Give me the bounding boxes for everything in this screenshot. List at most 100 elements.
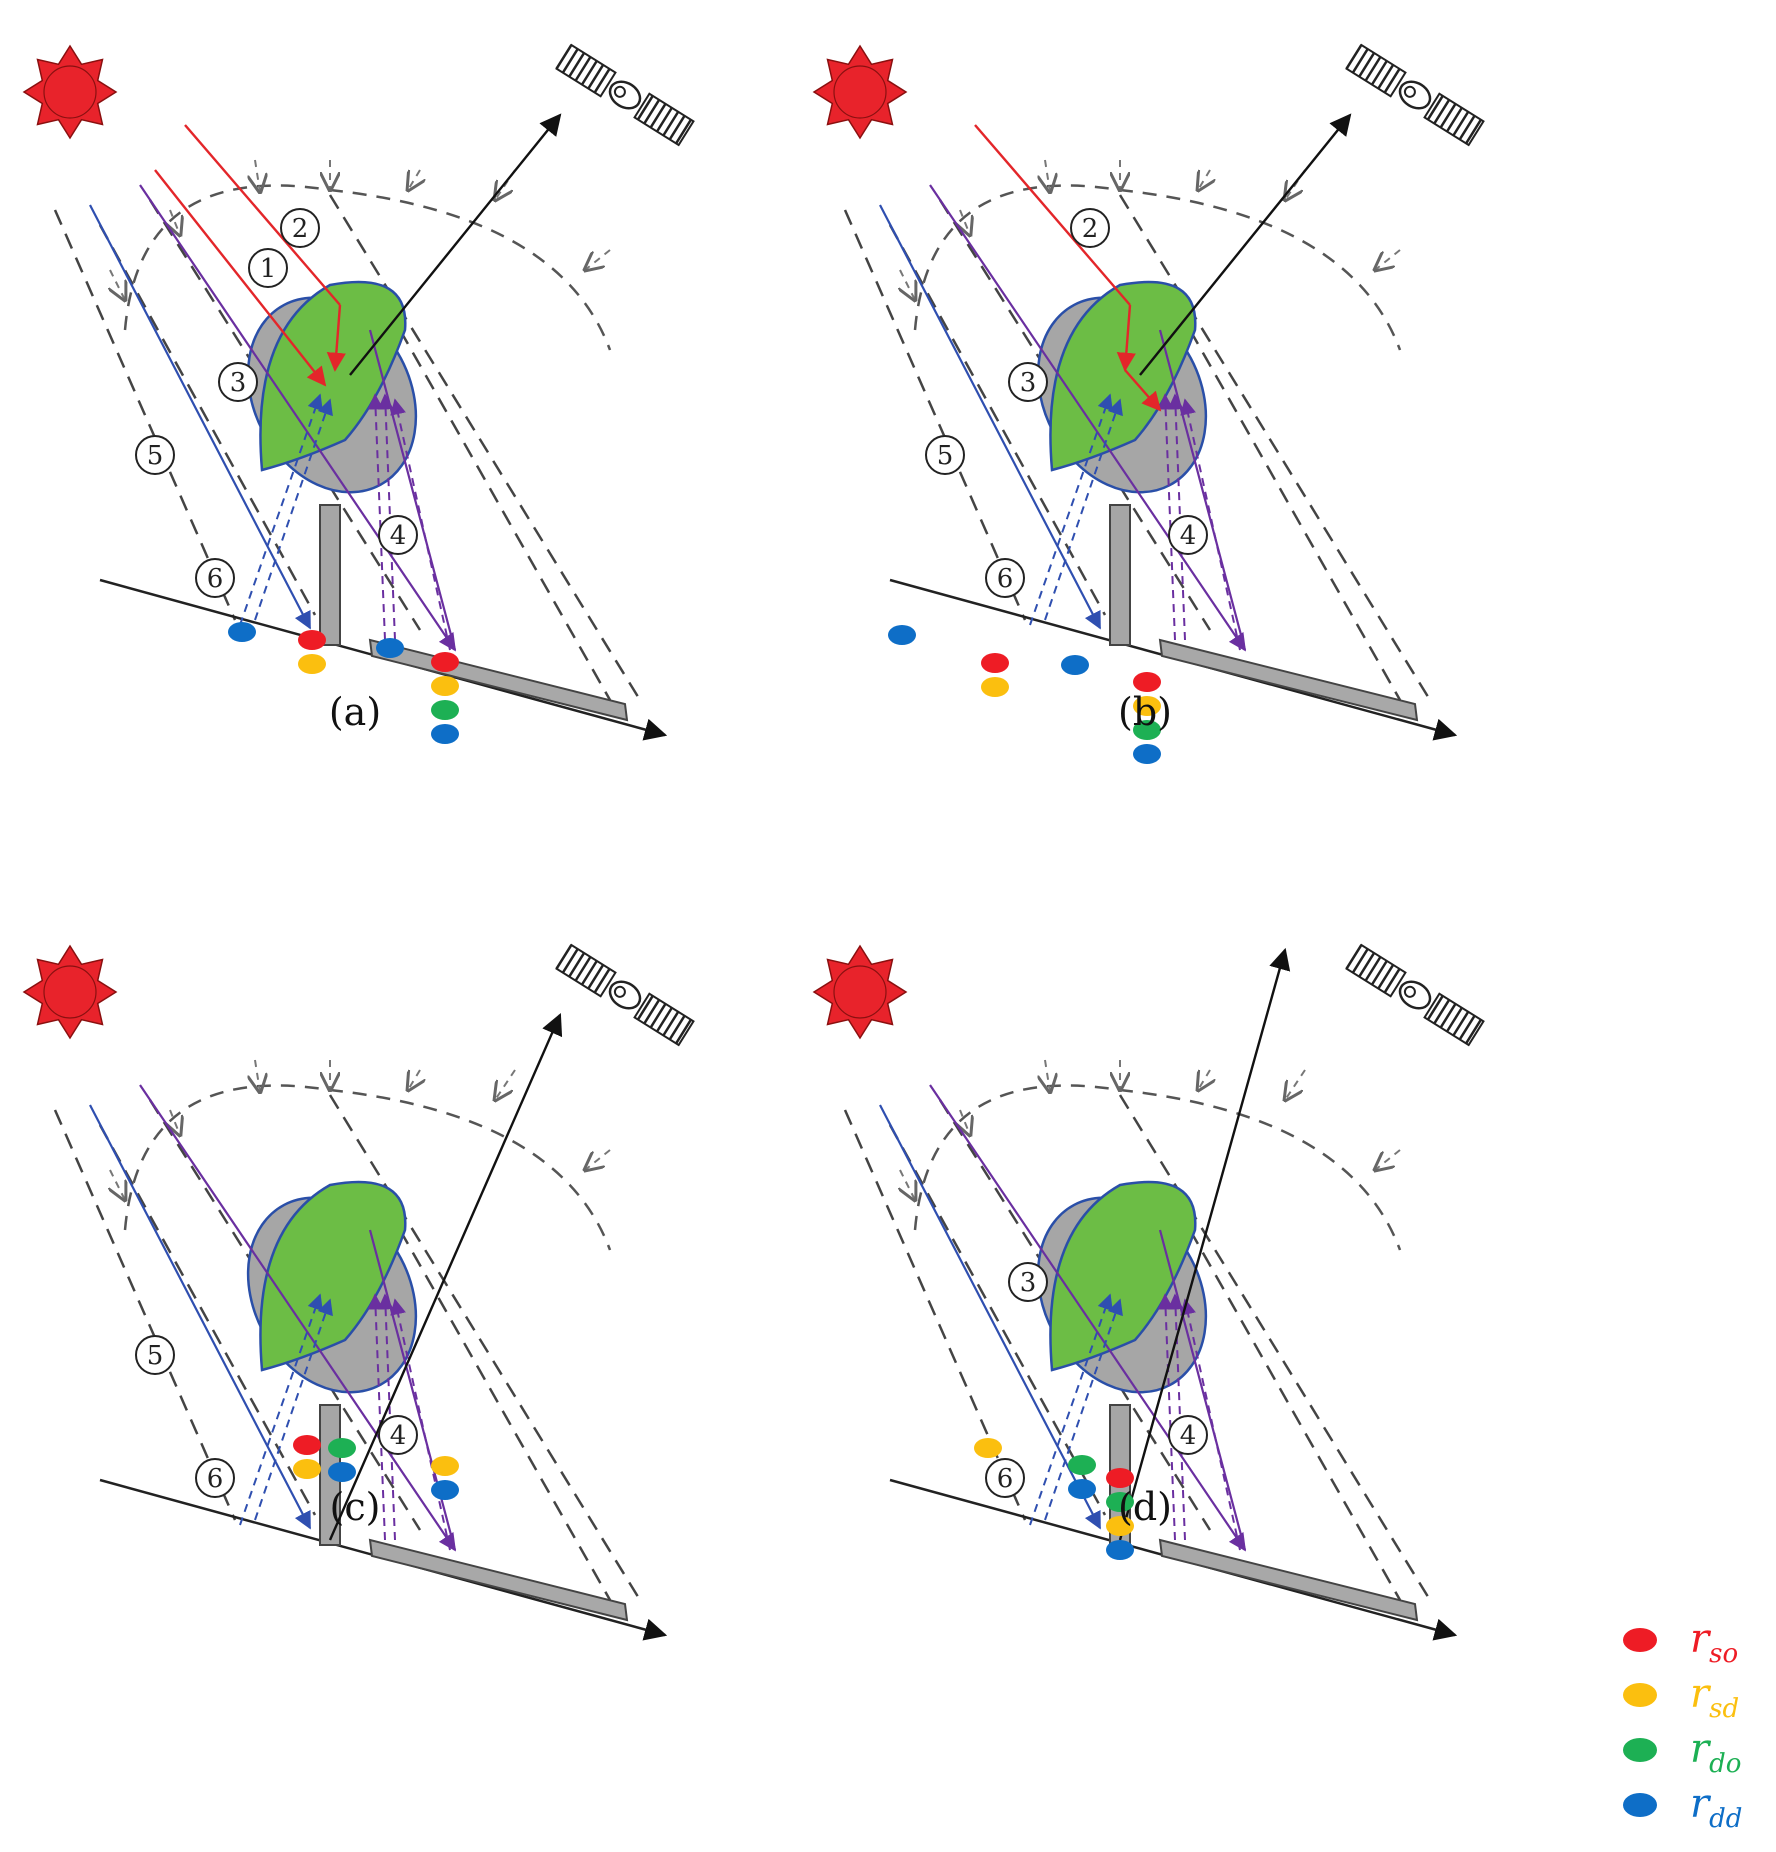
path-number-circle [135,1335,175,1375]
view-ray-to-satellite [1139,113,1352,376]
scattered-ray [239,1293,323,1526]
panel-cell [1364,56,1382,82]
sun-projection-line [843,1109,1027,1521]
panel-cell [593,968,611,994]
path-number-label: 2 [1070,208,1110,248]
satellite-lens [1403,85,1416,98]
panel-cell [568,52,586,78]
sun-disc [833,965,887,1019]
direct-beam-down [326,304,346,372]
panel-cell [643,999,661,1025]
diffuse-sky-arrow [1198,1070,1210,1090]
ray-purple-2 [368,329,457,651]
panel-cell [662,1011,680,1037]
ray-purple [139,1084,456,1552]
sun-projection-line [398,1229,612,1601]
reflectance-dot-r_do [328,1438,356,1458]
panel-cell [1364,956,1382,982]
sun-disc [43,965,97,1019]
path-number-circle [1168,1415,1208,1455]
path-number-circle [378,1415,418,1455]
diffuse-sky-arrow [110,1169,125,1200]
panel-cell [1426,995,1444,1021]
panel-cell [1351,48,1369,74]
scattered-ray [254,398,333,621]
scattered-ray [1044,1298,1123,1521]
reflectance-dot-r_sd [1133,696,1161,716]
diffuse-sky-arrow [900,1169,915,1200]
diffuse-sky-arrow [1375,1149,1401,1170]
scattered-ray [1029,1293,1113,1526]
reflectance-dot-r_dd [1106,1540,1134,1560]
diffuse-sky-arrow [585,1149,611,1170]
legend-swatch [1623,1738,1657,1762]
path-number-circle [218,362,258,402]
reflectance-dot-r_so [981,653,1009,673]
path-number-text: 4 [390,1421,407,1451]
panel-cell [1370,60,1388,86]
view-ray-to-satellite [1118,947,1291,1541]
reflectance-dot-r_sd [431,1456,459,1476]
panel-cell [568,952,586,978]
panel-cell [1445,1007,1463,1033]
panel-c: 456(c) [22,943,695,1641]
panel-cell [649,103,667,129]
reflectance-dot-r_sd [298,654,326,674]
diffuse-sky-arrow [1045,159,1050,192]
legend-item-r_dd: rdd [1623,1781,1742,1834]
path-number-circle [985,558,1025,598]
path-number-circle [1070,208,1110,248]
reflectance-dot-r_do [1068,1455,1096,1475]
panel-cell [587,964,605,990]
path-number-circle [280,208,320,248]
path-number-label: 3 [218,362,258,402]
panel-label: (d) [1118,1485,1172,1529]
path-number-label: 4 [378,515,418,555]
reflectance-dot-r_sd [293,1459,321,1479]
view-ray-to-satellite [328,1013,563,1541]
path-number-label: 5 [135,435,175,475]
panel-cell [1433,99,1451,125]
panel-cell [1358,52,1376,78]
path-number-label: 6 [195,1458,235,1498]
satellite-icon [1345,943,1485,1047]
path-number-circle [1168,515,1208,555]
sun-projection-line [843,209,1027,621]
satellite-icon [555,43,695,147]
canopy-shadow-on-ground [368,638,629,722]
view-ray-to-satellite [349,113,562,376]
path-number-text: 3 [1020,1268,1037,1298]
path-number-label: 3 [1008,1262,1048,1302]
panel-cell [636,95,654,121]
ray-purple [929,1084,1246,1552]
reflectance-dot-r_so [431,652,459,672]
tree-trunk [1109,504,1131,646]
panel-cell [643,99,661,125]
direct-beam [184,124,341,306]
panel-label: (c) [330,1485,381,1529]
reflectance-dot-r_dd [431,724,459,744]
diffuse-ray-blue [89,204,311,630]
sun-icon [812,944,908,1040]
path-number-label: 6 [985,1458,1025,1498]
panel-cell [593,68,611,94]
crown-sunlit [259,280,407,472]
diffuse-sky-arrow [255,159,260,192]
diffuse-sky-arrow [255,1059,260,1092]
path-number-label: 4 [378,1415,418,1455]
reflectance-dot-r_dd [228,622,256,642]
panel-cell [1458,115,1476,141]
path-number-text: 3 [1020,368,1037,398]
reflectance-dot-r_so [298,630,326,650]
sun-projection-line [328,194,642,701]
scattered-ray [390,398,451,651]
path-number-text: 6 [207,564,224,594]
path-number-circle [195,1458,235,1498]
path-number-circle [1008,1262,1048,1302]
reflectance-dot-r_do [1106,1492,1134,1512]
panel-cell [1351,948,1369,974]
sun-projection-line [148,1099,422,1531]
legend-swatch [1623,1683,1657,1707]
